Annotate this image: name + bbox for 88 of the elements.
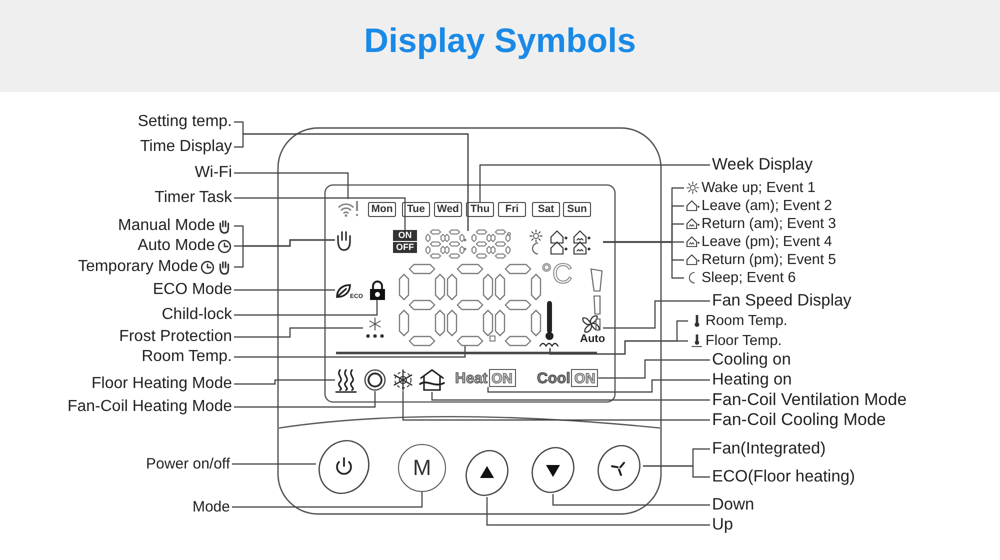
leader-line [479, 164, 710, 202]
callout-label: Time Display [140, 138, 232, 156]
mode-text: Auto [580, 333, 606, 345]
callout-label: Sleep; Event 6 [702, 270, 796, 286]
up-button [463, 449, 511, 497]
leader-line [603, 300, 710, 329]
leader-line [234, 346, 466, 358]
down-button [529, 446, 577, 494]
callout-label: Wake up; Event 1 [702, 180, 816, 196]
leader-line [234, 391, 376, 408]
leader-line [552, 494, 710, 506]
day-box: Wed [434, 202, 462, 217]
day-box: Mon [368, 202, 396, 217]
day-box: Fri [498, 202, 526, 217]
callout-label: Room Temp. [706, 313, 788, 329]
leader-line [603, 241, 684, 279]
leader-line [232, 463, 316, 465]
callout-label: Child-lock [162, 306, 232, 324]
fan-button [595, 444, 643, 492]
callout-label: Fan-Coil Ventilation Mode [712, 390, 907, 410]
callout-label: Return (pm); Event 5 [702, 252, 836, 268]
callout-label: Manual Mode [118, 217, 215, 235]
callout-label: Frost Protection [119, 328, 232, 346]
off-indicator: OFF [393, 242, 417, 253]
leader-line [234, 300, 378, 316]
leader-line [402, 391, 710, 421]
mode-text: Cool [537, 370, 570, 386]
lock-icon [368, 280, 387, 300]
callout-label: Fan-Coil Cooling Mode [712, 410, 886, 430]
title: Display Symbols [362, 22, 638, 61]
day-box: Sat [532, 202, 560, 217]
callout-label: ECO(Floor heating) [712, 468, 856, 486]
power-button [316, 439, 372, 495]
callout-label: Mode [192, 498, 230, 516]
callout-label: Power on/off [146, 456, 230, 472]
leader-line [549, 340, 688, 355]
leader-line [431, 392, 710, 401]
temperature-display [397, 266, 542, 346]
leader-line [486, 497, 710, 526]
callout-label: Week Display [712, 156, 813, 174]
status-indicator: ON [571, 369, 598, 387]
unit-symbol: °C [541, 258, 572, 290]
callout-label: Heating on [712, 370, 792, 390]
time-display [425, 231, 511, 258]
callout-label: Floor Heating Mode [91, 375, 232, 393]
ring-icon [364, 369, 386, 391]
callout-label: Up [712, 516, 734, 534]
fan-speed-bars [590, 268, 603, 331]
leader-line [232, 492, 423, 508]
callout-label: Leave (am); Event 2 [702, 198, 832, 214]
leader-line [234, 379, 335, 385]
leaf-icon [335, 283, 351, 299]
callout-label: Wi-Fi [194, 164, 232, 182]
callout-label: Down [712, 496, 754, 514]
leader-line [487, 379, 710, 393]
callout-label: Timer Task [154, 189, 232, 207]
callout-label: ECO Mode [152, 281, 232, 299]
callout-label: Cooling on [712, 350, 791, 370]
frost-icon [363, 317, 387, 339]
callout-label: Fan-Coil Heating Mode [67, 398, 232, 416]
leader-line [598, 359, 710, 379]
callout-label: Leave (pm); Event 4 [702, 234, 832, 250]
leader-line [234, 197, 406, 230]
callout-label: Fan(Integrated) [712, 440, 826, 458]
callout-label: Fan Speed Display [712, 292, 852, 310]
status-indicator: ON [488, 369, 516, 387]
mode-button: M [398, 444, 446, 492]
leader-line [234, 327, 363, 338]
day-box: Tue [402, 202, 430, 217]
hand-icon [335, 230, 353, 251]
day-box: Sun [563, 202, 591, 217]
callout-label: Room Temp. [142, 348, 232, 366]
snowflake-icon [392, 369, 414, 391]
house-icon [419, 368, 445, 392]
callout-label: Auto Mode [138, 237, 215, 255]
leader-line [234, 239, 335, 268]
callout-label: Temporary Mode [78, 258, 198, 276]
day-box: Thu [466, 202, 494, 217]
callout-label: Floor Temp. [706, 333, 782, 349]
heat-waves-icon [335, 368, 357, 393]
wifi-icon [337, 199, 359, 218]
leader-line [643, 465, 710, 478]
callout-label: Return (am); Event 3 [702, 216, 836, 232]
leader-line [234, 289, 335, 291]
mode-text: Heat [455, 370, 488, 386]
leader-line [234, 172, 349, 199]
callout-label: Setting temp. [138, 113, 232, 131]
on-indicator: ON [393, 230, 417, 241]
